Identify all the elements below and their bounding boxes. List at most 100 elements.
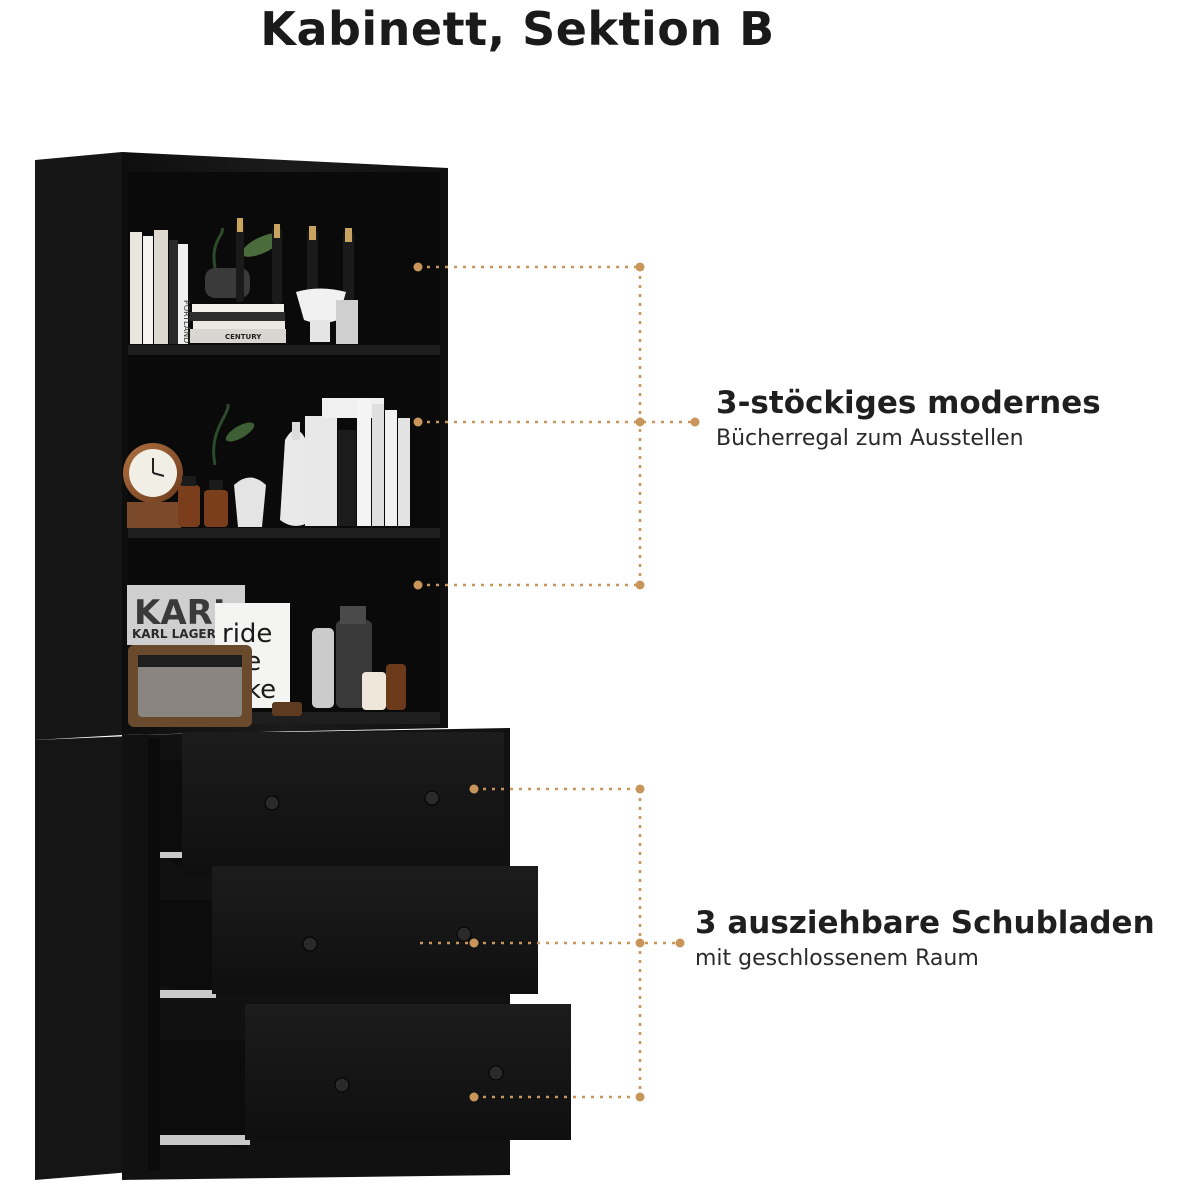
jar bbox=[178, 485, 200, 527]
glass-jar bbox=[312, 628, 334, 708]
bowl bbox=[296, 288, 346, 323]
jar-lid bbox=[209, 480, 223, 490]
tall-vase bbox=[280, 430, 312, 526]
vase-neck bbox=[292, 422, 300, 440]
book bbox=[372, 404, 384, 526]
speaker-controls bbox=[138, 655, 242, 667]
book-stack-item bbox=[190, 312, 285, 321]
bottle bbox=[307, 230, 318, 302]
callout-dot bbox=[635, 938, 645, 948]
page-title: Kabinett, Sektion B bbox=[260, 2, 775, 56]
bottle bbox=[236, 222, 244, 302]
shelf-3-decor: KARL KARL LAGER ride le ke bbox=[127, 585, 406, 727]
book-stack-item bbox=[190, 329, 286, 343]
drawer-front[interactable] bbox=[212, 866, 538, 994]
book bbox=[143, 236, 153, 344]
callout-dot bbox=[635, 784, 645, 794]
jar-lid bbox=[182, 476, 196, 486]
drawer-3[interactable] bbox=[160, 1004, 571, 1150]
drawer-front[interactable] bbox=[182, 732, 504, 877]
callout-dot bbox=[413, 262, 423, 272]
book bbox=[338, 430, 356, 526]
callout-dot bbox=[635, 580, 645, 590]
shelf-callout bbox=[418, 265, 695, 587]
shelf-annotation: 3-stöckiges modernes Bücherregal zum Aus… bbox=[716, 384, 1101, 456]
callout-dot bbox=[635, 262, 645, 272]
book bbox=[154, 230, 168, 344]
bookcase-side-panel bbox=[35, 152, 122, 740]
drawer-knob[interactable] bbox=[424, 790, 440, 806]
drawer-2[interactable] bbox=[160, 866, 538, 1000]
bottle-cap bbox=[274, 224, 280, 238]
bottle-cap bbox=[309, 226, 316, 240]
book bbox=[178, 244, 188, 344]
drawer-rail bbox=[160, 852, 186, 858]
plant-stem bbox=[212, 403, 230, 466]
shelf-annotation-subtext: Bücherregal zum Ausstellen bbox=[716, 426, 1024, 451]
book bbox=[357, 398, 371, 526]
drawer-rail bbox=[160, 990, 216, 998]
book-cover-text: ride bbox=[222, 619, 272, 649]
drawer-knob[interactable] bbox=[264, 795, 280, 811]
drawer-callout-dots bbox=[469, 784, 685, 1102]
drawer-annotation-subtext: mit geschlossenem Raum bbox=[695, 946, 979, 971]
frame bbox=[336, 300, 358, 344]
callout-dot bbox=[413, 417, 423, 427]
drawer-knob[interactable] bbox=[334, 1077, 350, 1093]
callout-dot bbox=[469, 1092, 479, 1102]
shelf-2-decor bbox=[123, 398, 410, 528]
drawer-1[interactable] bbox=[160, 732, 504, 877]
book-cover-subtext: KARL LAGER bbox=[132, 627, 216, 641]
bowl-stand bbox=[310, 320, 330, 342]
shelf-1 bbox=[128, 345, 440, 355]
book-stack-item bbox=[193, 321, 285, 329]
plant-stem bbox=[212, 227, 224, 269]
callout-dot bbox=[675, 938, 685, 948]
drawer-knob[interactable] bbox=[302, 936, 318, 952]
book bbox=[305, 416, 337, 526]
cabinet-front-edge bbox=[148, 738, 160, 1170]
bottle bbox=[272, 228, 282, 304]
book-stack-item bbox=[192, 304, 284, 312]
drawer-knob[interactable] bbox=[488, 1065, 504, 1081]
bottle bbox=[343, 232, 354, 302]
drawer-front[interactable] bbox=[245, 1004, 571, 1140]
vase bbox=[234, 477, 266, 527]
book bbox=[385, 410, 397, 526]
callout-dot bbox=[413, 580, 423, 590]
bottle bbox=[386, 664, 406, 710]
callout-dot bbox=[690, 417, 700, 427]
shelf-annotation-heading: 3-stöckiges modernes bbox=[716, 385, 1101, 421]
book bbox=[130, 232, 142, 344]
callout-dot bbox=[469, 938, 479, 948]
drawer-side bbox=[160, 900, 215, 1000]
callout-dot bbox=[635, 1092, 645, 1102]
bottle bbox=[362, 672, 386, 710]
grinder-top bbox=[340, 606, 366, 624]
drawer-rail bbox=[160, 1135, 250, 1145]
clock-hand bbox=[152, 472, 165, 477]
tray bbox=[272, 702, 302, 716]
shelf-2 bbox=[128, 528, 440, 538]
drawer-side bbox=[160, 760, 185, 870]
drawer-annotation-heading: 3 ausziehbare Schubladen bbox=[695, 905, 1155, 941]
book bbox=[398, 418, 410, 526]
clock-base bbox=[127, 502, 181, 528]
callout-dot bbox=[469, 784, 479, 794]
shelf-1-decor: PORTLAND CENTURY bbox=[130, 218, 358, 344]
bottle-cap bbox=[345, 228, 352, 242]
book bbox=[169, 240, 178, 344]
callout-dot bbox=[635, 417, 645, 427]
plant-leaf bbox=[225, 422, 255, 442]
drawer-knob[interactable] bbox=[456, 926, 472, 942]
drawer-side bbox=[160, 1040, 248, 1150]
book-spine-text: PORTLAND bbox=[182, 300, 191, 343]
speaker-grill bbox=[138, 655, 242, 717]
bottle-cap bbox=[237, 218, 243, 232]
jar bbox=[204, 490, 228, 527]
book-title: CENTURY bbox=[225, 333, 262, 341]
shelf-callout-dots bbox=[413, 262, 700, 590]
drawer-annotation: 3 ausziehbare Schubladen mit geschlossen… bbox=[695, 904, 1155, 976]
